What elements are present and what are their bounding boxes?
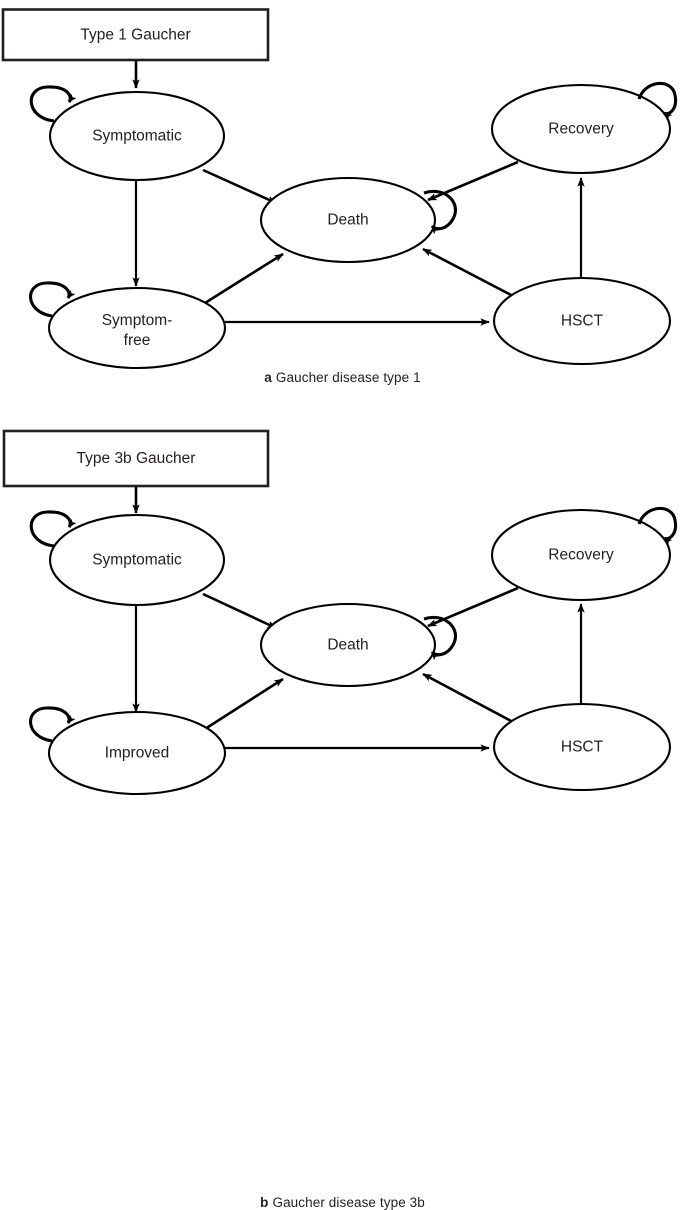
node-hsct-label: HSCT xyxy=(561,313,604,330)
diagram-a-canvas: Type 1 Gaucher Symptomatic Reco xyxy=(1,8,678,370)
node-hsct-label: HSCT xyxy=(561,739,604,756)
panel-gaucher-type-1: Type 1 Gaucher Symptomatic Reco xyxy=(0,0,685,400)
edge-recovery-to-death xyxy=(427,586,519,628)
self-loop-symptom-free xyxy=(29,281,76,318)
caption-a-text: Gaucher disease type 1 xyxy=(275,370,421,385)
caption-b-text: Gaucher disease type 3b xyxy=(272,1195,425,1210)
node-recovery xyxy=(490,83,672,175)
panel-gaucher-type-3b: Type 3b Gaucher Symptomatic Rec xyxy=(0,400,685,1210)
edge-hsct-to-death xyxy=(422,247,514,298)
node-symptomatic xyxy=(48,90,226,182)
node-hsct xyxy=(492,276,672,366)
node-recovery-label: Recovery xyxy=(548,547,614,564)
start-box-label: Type 1 Gaucher xyxy=(80,27,190,44)
node-death-label: Death xyxy=(327,637,368,654)
node-symptomatic-label: Symptomatic xyxy=(92,552,182,569)
node-symptom-free-label-line2: free xyxy=(124,332,151,349)
start-box-type1 xyxy=(1,8,270,62)
node-death xyxy=(259,602,437,688)
self-loop-improved xyxy=(29,706,76,743)
self-loop-death xyxy=(423,615,457,661)
diagram-b-canvas: Type 3b Gaucher Symptomatic Rec xyxy=(2,429,678,796)
edge-hsct-to-death xyxy=(422,672,514,724)
edge-improved-to-death xyxy=(204,677,284,731)
caption-b-tag: b xyxy=(260,1195,269,1210)
edge-symptomatic-to-death xyxy=(202,168,277,205)
caption-a-tag: a xyxy=(264,370,272,385)
edge-recovery-to-death xyxy=(427,160,519,202)
node-death xyxy=(259,176,437,264)
node-symptom-free-label-line1: Symptom- xyxy=(102,312,173,329)
self-loop-death xyxy=(423,189,457,235)
node-hsct xyxy=(492,702,672,792)
start-box-type3b xyxy=(2,429,270,488)
node-symptomatic-label: Symptomatic xyxy=(92,128,182,145)
self-loop-symptomatic xyxy=(29,510,77,548)
node-symptomatic xyxy=(48,513,226,607)
edge-symptomfree-to-death xyxy=(204,252,284,305)
start-box-label: Type 3b Gaucher xyxy=(77,450,196,467)
node-improved xyxy=(47,710,227,796)
node-symptom-free xyxy=(47,286,227,370)
edge-symptomatic-to-death xyxy=(202,592,277,630)
node-death-label: Death xyxy=(327,212,368,229)
node-improved-label: Improved xyxy=(105,745,170,762)
node-recovery xyxy=(490,508,672,602)
self-loop-recovery xyxy=(637,81,678,121)
node-recovery-label: Recovery xyxy=(548,121,614,138)
self-loop-recovery xyxy=(637,506,678,546)
self-loop-symptomatic xyxy=(29,85,77,123)
